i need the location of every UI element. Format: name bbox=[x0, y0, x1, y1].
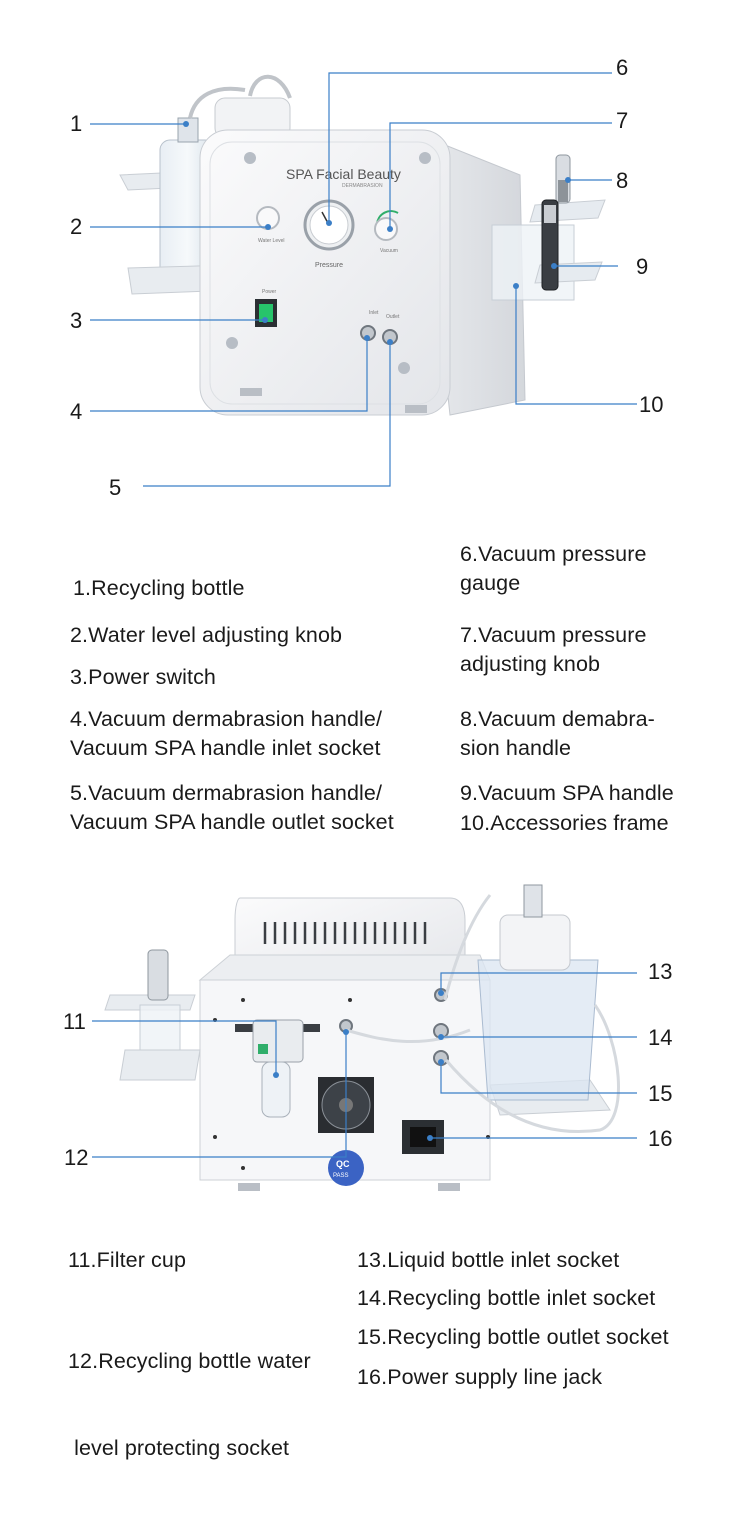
callout-15: 15 bbox=[648, 1081, 672, 1106]
power-jack bbox=[402, 1120, 444, 1154]
legend-item-8: 8.Vacuum demabra- sion handle bbox=[460, 707, 655, 760]
panel-brand: SPA Facial Beauty bbox=[286, 166, 401, 182]
legend-item-16: 16.Power supply line jack bbox=[357, 1365, 603, 1389]
callout-12: 12 bbox=[64, 1145, 88, 1170]
legend-item-5: 5.Vacuum dermabrasion handle/ Vacuum SPA… bbox=[70, 781, 394, 834]
callout-7: 7 bbox=[616, 108, 628, 133]
legend-item-9: 9.Vacuum SPA handle bbox=[460, 781, 674, 805]
callout-16: 16 bbox=[648, 1126, 672, 1151]
rear-view-figure: QC PASS 11 12 13 14 15 16 bbox=[63, 884, 672, 1191]
callout-13: 13 bbox=[648, 959, 672, 984]
spa-handle bbox=[541, 199, 559, 291]
legend-item-10: 10.Accessories frame bbox=[460, 811, 669, 835]
callout-9: 9 bbox=[636, 254, 648, 279]
legend-item-13: 13.Liquid bottle inlet socket bbox=[357, 1248, 620, 1272]
filter-cup bbox=[235, 1019, 320, 1118]
legend-item-7: 7.Vacuum pressure adjusting knob bbox=[460, 623, 647, 676]
rear-leader-lines bbox=[92, 972, 637, 1158]
callout-3: 3 bbox=[70, 308, 82, 333]
svg-text:PASS: PASS bbox=[333, 1173, 349, 1179]
vacuum-label: Vacuum bbox=[380, 248, 398, 254]
callout-11: 11 bbox=[63, 1009, 86, 1034]
callout-8: 8 bbox=[616, 168, 628, 193]
legend-item-2: 2.Water level adjusting knob bbox=[70, 623, 343, 647]
callout-10: 10 bbox=[639, 392, 663, 417]
outlet-label: Outlet bbox=[386, 314, 400, 320]
legend-item-15: 15.Recycling bottle outlet socket bbox=[357, 1325, 669, 1349]
inlet-label: Inlet bbox=[369, 310, 379, 316]
panel-sub: DERMABRASION bbox=[342, 183, 383, 189]
gauge-label: Pressure bbox=[315, 262, 343, 269]
dermabrasion-handle bbox=[555, 154, 571, 204]
left-accessory-holder bbox=[104, 949, 201, 1081]
callout-1: 1 bbox=[70, 111, 82, 136]
legend-item-12: 12.Recycling bottle water level protecti… bbox=[68, 1349, 311, 1460]
legend-item-14: 14.Recycling bottle inlet socket bbox=[357, 1286, 656, 1310]
tubes bbox=[345, 894, 620, 1133]
legend-item-11: 11.Filter cup bbox=[68, 1248, 187, 1272]
vacuum-adjusting-knob bbox=[374, 210, 399, 241]
svg-text:QC: QC bbox=[336, 1159, 350, 1169]
legend-item-6: 6.Vacuum pressure gauge bbox=[460, 542, 647, 595]
rear-recycling-bottle bbox=[477, 884, 611, 1116]
qc-pass-sticker: QC PASS bbox=[328, 1150, 364, 1186]
leader-lines bbox=[90, 72, 637, 487]
callout-14: 14 bbox=[648, 1025, 672, 1050]
callout-4: 4 bbox=[70, 399, 82, 424]
callout-6: 6 bbox=[616, 55, 628, 80]
accessories-frame bbox=[491, 199, 606, 301]
water-level-label: Water Level bbox=[258, 238, 285, 244]
legend-item-4: 4.Vacuum dermabrasion handle/ Vacuum SPA… bbox=[70, 707, 383, 760]
power-label: Power bbox=[262, 289, 277, 295]
front-view-figure: SPA Facial Beauty DERMABRASION Pressure … bbox=[70, 55, 663, 500]
callout-5: 5 bbox=[109, 475, 121, 500]
callout-2: 2 bbox=[70, 214, 82, 239]
legend-item-3: 3.Power switch bbox=[70, 665, 216, 689]
legend-item-1: 1.Recycling bottle bbox=[73, 576, 245, 600]
